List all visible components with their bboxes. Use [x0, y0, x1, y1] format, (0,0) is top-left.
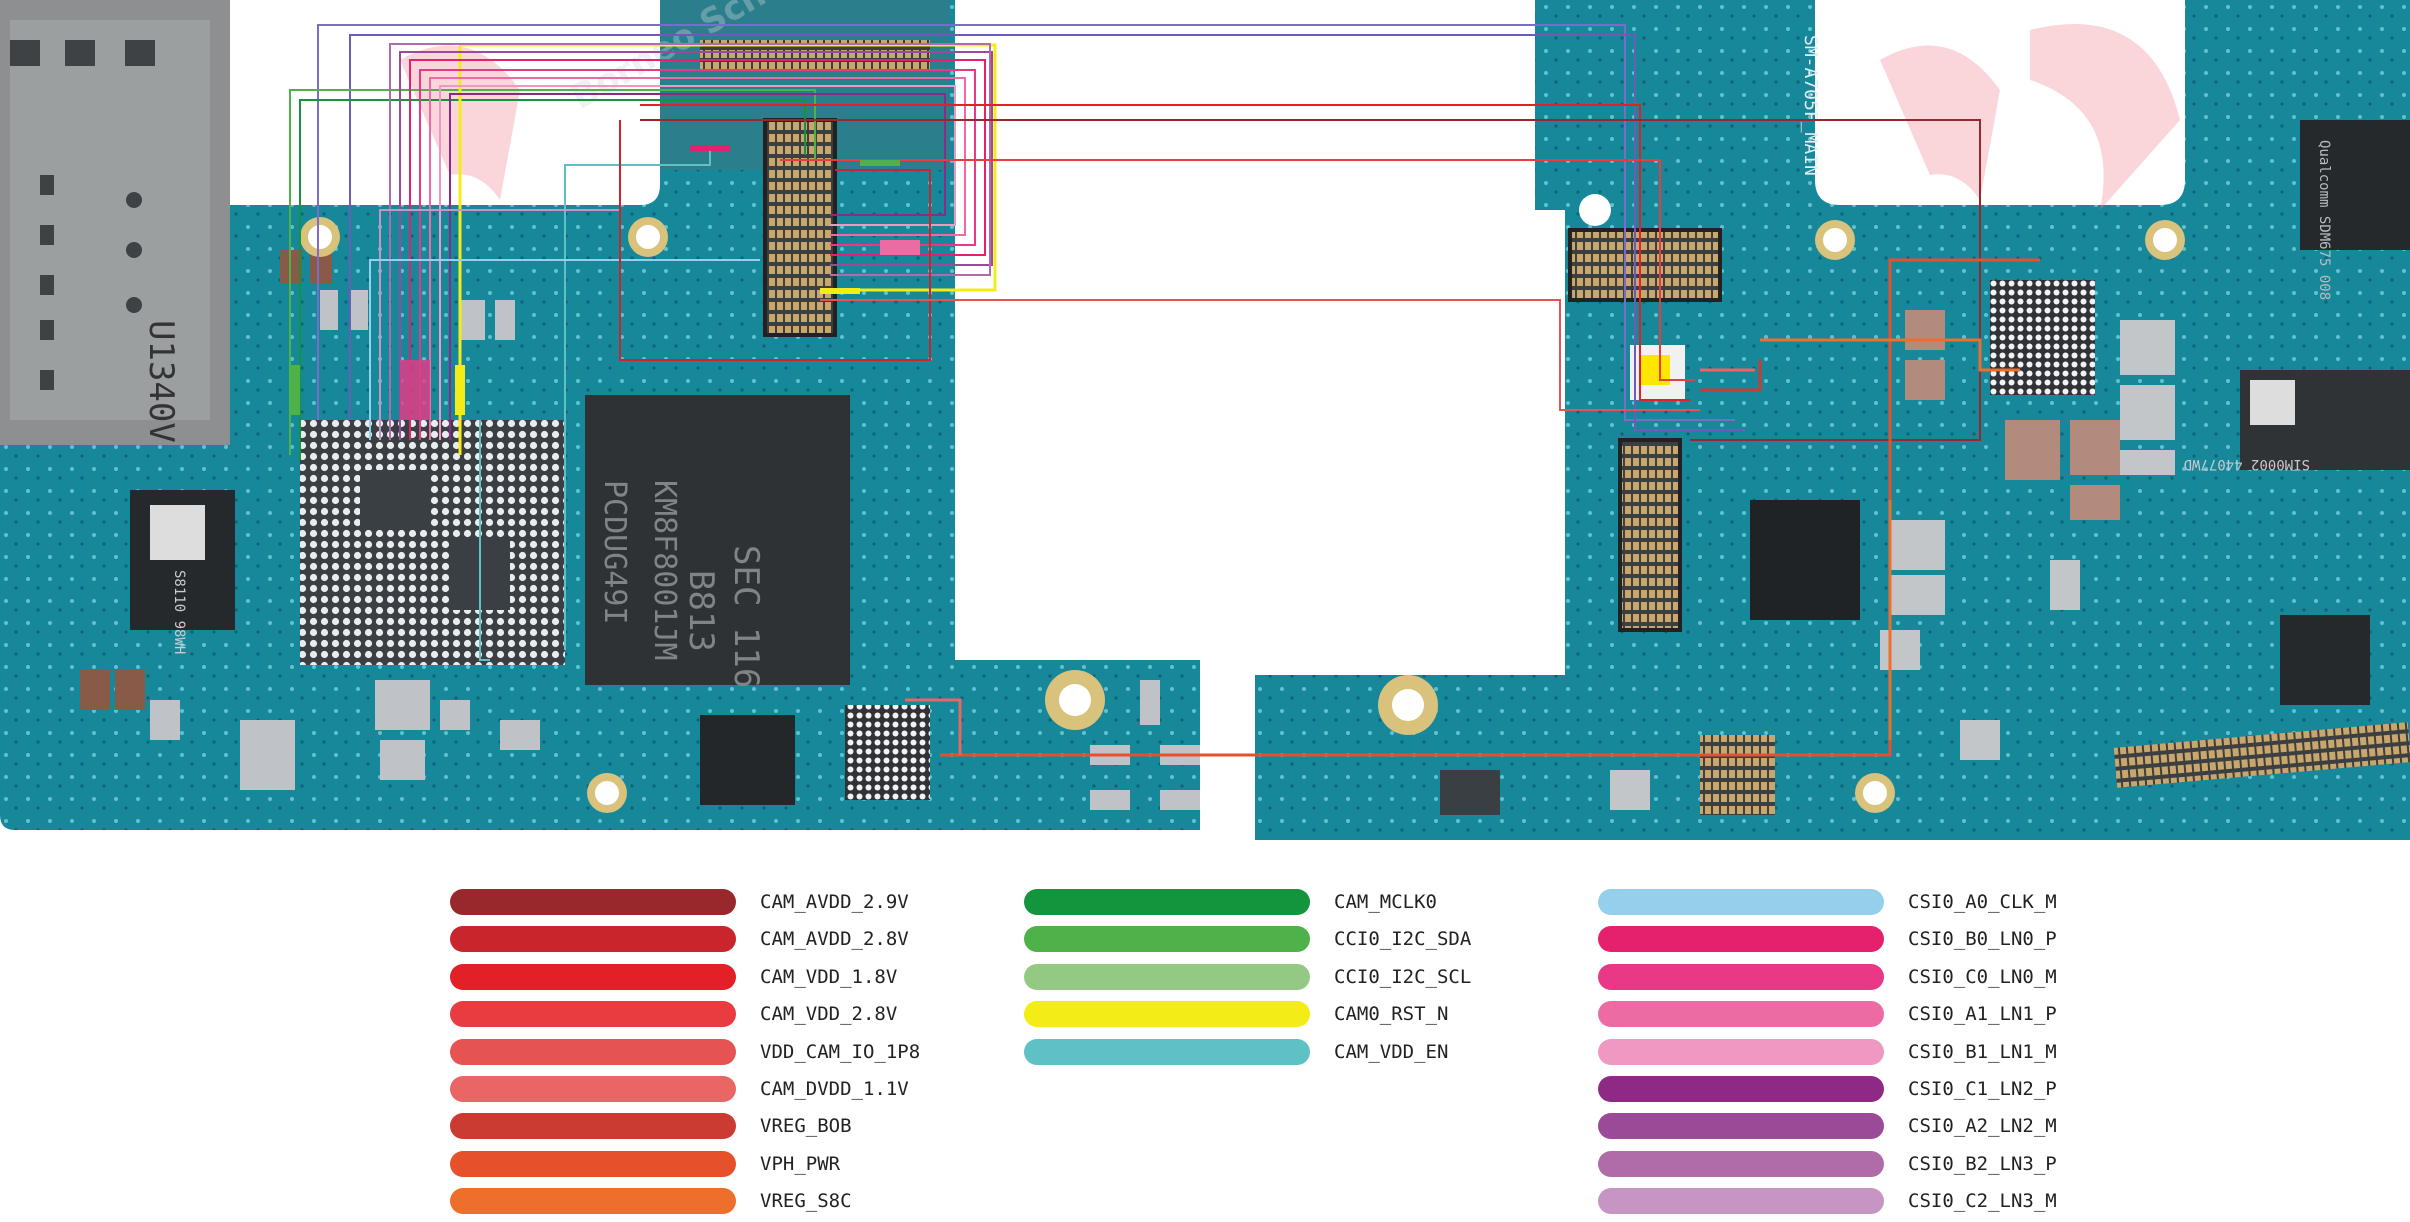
- legend-swatch: [1024, 1001, 1310, 1028]
- legend-item: CAM_AVDD_2.8V: [450, 926, 909, 953]
- legend-label: CAM_MCLK0: [1334, 891, 1437, 913]
- legend-label: CAM_AVDD_2.8V: [760, 928, 909, 951]
- legend-label: CAM_VDD_1.8V: [760, 965, 898, 988]
- legend-item: CAM_AVDD_2.9V: [450, 889, 909, 915]
- legend-label: CSI0_B1_LN1_M: [1908, 1040, 2057, 1063]
- legend-label: CCI0_I2C_SCL: [1334, 965, 1472, 988]
- legend-label: CSI0_C2_LN3_M: [1908, 1190, 2057, 1213]
- legend-swatch: [450, 1038, 736, 1065]
- legend-item: VPH_PWR: [450, 1150, 841, 1177]
- net-legend: CAM_AVDD_2.9V CAM_AVDD_2.8V CAM_VDD_1.8V CA…: [0, 880, 2410, 1222]
- legend-swatch: [1598, 1150, 1884, 1177]
- left-pcb: U1340V SEC 116 B813 KM8F8001JM PCDUG49I …: [0, 0, 1200, 830]
- legend-swatch: [450, 1001, 736, 1028]
- legend-item: CSI0_C1_LN2_P: [1598, 1076, 2057, 1102]
- legend-label: CSI0_A1_LN1_P: [1908, 1003, 2057, 1026]
- legend-item: VREG_BOB: [450, 1113, 852, 1140]
- legend-item: CAM_MCLK0: [1024, 889, 1437, 915]
- svg-text:KM8F8001JM: KM8F8001JM: [647, 480, 682, 661]
- svg-text:SEC 116: SEC 116: [726, 545, 766, 688]
- legend-label: CCI0_I2C_SDA: [1334, 928, 1472, 951]
- legend-item: VDD_CAM_IO_1P8: [450, 1038, 921, 1065]
- legend-item: CAM_VDD_1.8V: [450, 963, 898, 990]
- legend-label: CAM_DVDD_1.1V: [760, 1078, 909, 1100]
- memory-chip: SEC 116 B813 KM8F8001JM PCDUG49I: [585, 395, 850, 688]
- legend-item: CSI0_B1_LN1_M: [1598, 1038, 2057, 1065]
- legend-item: CCI0_I2C_SDA: [1024, 926, 1472, 953]
- legend-swatch: [1598, 1113, 1884, 1140]
- legend-item: CSI0_A0_CLK_M: [1598, 889, 2057, 915]
- legend-label: VREG_BOB: [760, 1115, 852, 1138]
- legend-item: CSI0_C2_LN3_M: [1598, 1188, 2057, 1215]
- pcb-board-view: U1340V SEC 116 B813 KM8F8001JM PCDUG49I …: [0, 0, 2410, 840]
- svg-text:Qualcomm SDM675 008: Qualcomm SDM675 008: [2316, 140, 2332, 300]
- soc-bga: [300, 420, 565, 665]
- sim-tray-mark: U1340V: [141, 320, 181, 443]
- legend-swatch: [450, 1076, 736, 1102]
- camera-connector: [763, 118, 837, 337]
- signal-traces: [289, 24, 2040, 757]
- legend-swatch: [1024, 963, 1310, 990]
- legend-item: CAM_DVDD_1.1V: [450, 1076, 909, 1102]
- legend-label: VPH_PWR: [760, 1152, 841, 1175]
- legend-label: CSI0_A2_LN2_M: [1908, 1115, 2057, 1138]
- svg-text:PCDUG49I: PCDUG49I: [597, 480, 632, 625]
- right-vertical-connector: [1618, 438, 1682, 632]
- legend-label: CAM_VDD_2.8V: [760, 1003, 898, 1026]
- legend-swatch: [450, 926, 736, 953]
- legend-swatch: [1598, 963, 1884, 990]
- legend-item: CSI0_A2_LN2_M: [1598, 1113, 2057, 1140]
- legend-swatch: [450, 1188, 736, 1215]
- legend-label: CSI0_B2_LN3_P: [1908, 1152, 2057, 1175]
- legend-label: CAM0_RST_N: [1334, 1003, 1449, 1026]
- right-top-connector: [1568, 228, 1722, 302]
- legend-swatch: [1598, 926, 1884, 953]
- legend-swatch: [450, 1150, 736, 1177]
- legend-item: CAM_VDD_EN: [1024, 1038, 1449, 1065]
- legend-label: CSI0_B0_LN0_P: [1908, 928, 2057, 951]
- pmic-chip: S8110 98WH: [130, 490, 235, 654]
- legend-swatch: [1024, 889, 1310, 915]
- highlighted-pins: [290, 145, 920, 420]
- legend-label: CAM_VDD_EN: [1334, 1040, 1449, 1063]
- board-side-mark: SM-A705F_MAIN: [1800, 35, 1821, 176]
- legend-label: VREG_S8C: [760, 1190, 852, 1213]
- legend-label: CSI0_C1_LN2_P: [1908, 1078, 2057, 1100]
- svg-text:S8110 98WH: S8110 98WH: [171, 570, 187, 654]
- legend-item: CAM0_RST_N: [1024, 1001, 1449, 1028]
- legend-swatch: [1598, 1076, 1884, 1102]
- legend-swatch: [1598, 1188, 1884, 1215]
- legend-swatch: [450, 889, 736, 915]
- legend-item: CSI0_B2_LN3_P: [1598, 1150, 2057, 1177]
- legend-swatch: [450, 963, 736, 990]
- legend-label: CSI0_C0_LN0_M: [1908, 965, 2057, 988]
- legend-item: VREG_S8C: [450, 1188, 852, 1215]
- legend-swatch: [1024, 926, 1310, 953]
- qualcomm-chip: Qualcomm SDM675 008: [2300, 120, 2410, 300]
- legend-swatch: [1598, 889, 1884, 915]
- bottom-connector-strip: [2113, 722, 2410, 788]
- legend-item: CSI0_A1_LN1_P: [1598, 1001, 2057, 1028]
- legend-item: CCI0_I2C_SCL: [1024, 963, 1472, 990]
- legend-label: CSI0_A0_CLK_M: [1908, 891, 2057, 913]
- legend-item: CSI0_B0_LN0_P: [1598, 926, 2057, 953]
- legend-swatch: [1598, 1038, 1884, 1065]
- legend-swatch: [450, 1113, 736, 1140]
- legend-label: VDD_CAM_IO_1P8: [760, 1040, 921, 1063]
- legend-swatch: [1024, 1038, 1310, 1065]
- legend-swatch: [1598, 1001, 1884, 1028]
- svg-text:B813: B813: [681, 570, 721, 652]
- legend-item: CSI0_C0_LN0_M: [1598, 963, 2057, 990]
- right-pcb: Qualcomm SDM675 008 SIM0002 44077WD QFM2…: [1255, 0, 2410, 840]
- legend-item: CAM_VDD_2.8V: [450, 1001, 898, 1028]
- legend-label: CAM_AVDD_2.9V: [760, 891, 909, 913]
